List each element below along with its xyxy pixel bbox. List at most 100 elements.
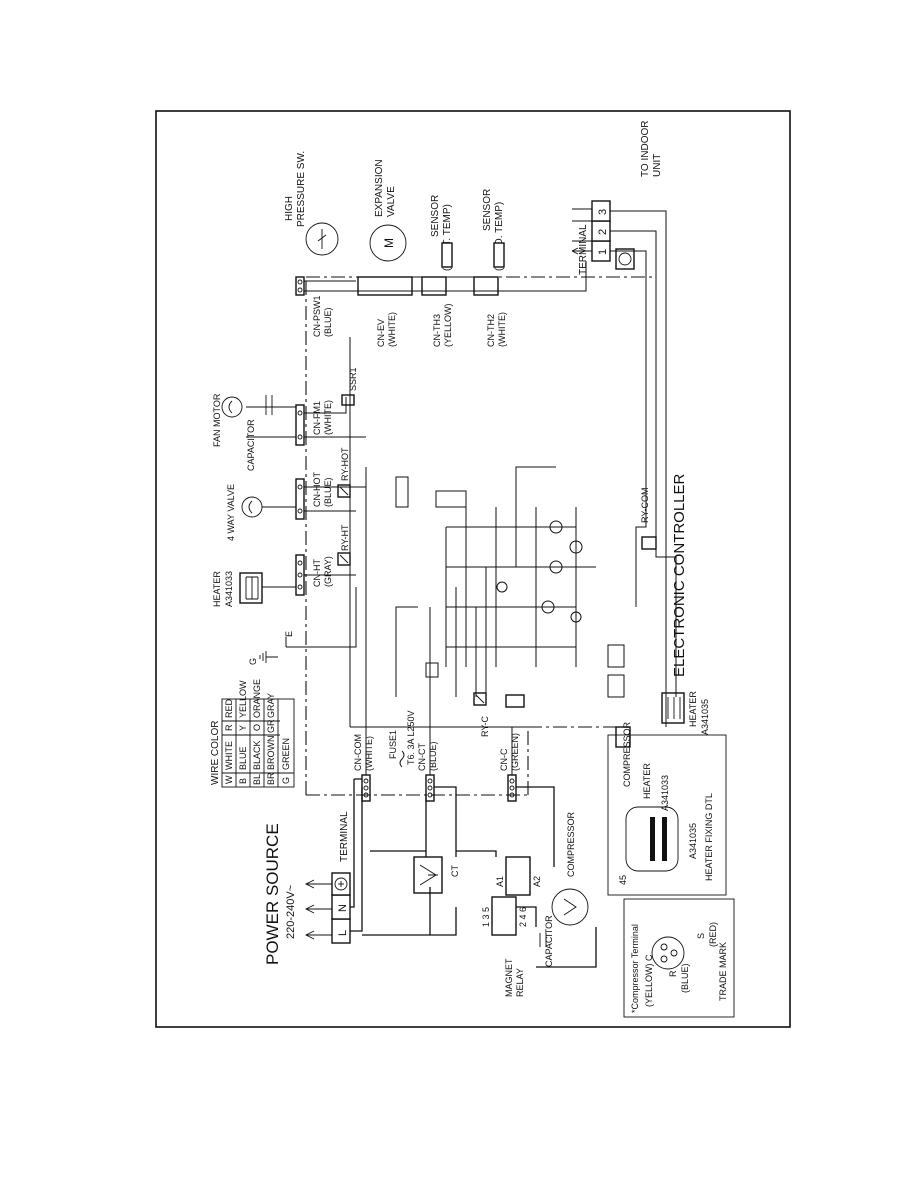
svg-text:(WHITE): (WHITE): [364, 736, 374, 771]
svg-text:T6. 3A L250V: T6. 3A L250V: [406, 710, 416, 765]
wc-2-2: O: [252, 724, 262, 731]
ct: CT: [413, 856, 460, 894]
indoor-terminal: TERMINAL 1 2 3: [578, 200, 635, 275]
label-g: G: [248, 658, 258, 665]
svg-text:2: 2: [597, 229, 609, 235]
power-terminal: L N: [331, 872, 351, 944]
heater-left: HEATER A341033: [212, 571, 263, 607]
svg-text:TRADE MARK: TRADE MARK: [718, 942, 728, 1001]
rotated-schematic: POWER SOURCE 220-240V~ L N TERMINAL WIRE…: [210, 121, 735, 1018]
wc-3-2: GR: [266, 719, 276, 733]
svg-text:HIGH: HIGH: [284, 196, 295, 221]
controller-label: ELECTRONIC CONTROLLER: [671, 473, 688, 677]
svg-text:A1: A1: [495, 876, 505, 887]
svg-text:(COND. TEMP): (COND. TEMP): [494, 202, 505, 271]
svg-text:(RED): (RED): [708, 922, 718, 947]
wc-3-1: BROWN: [266, 736, 276, 771]
svg-text:CN-TH2: CN-TH2: [486, 314, 496, 347]
ry-c: RY-C: [473, 692, 490, 737]
diagram-frame: [155, 110, 791, 1028]
cn-fm1: CN-FM1 (WHITE): [295, 400, 333, 446]
cn-psw1: CN-PSW1 (BLUE): [295, 276, 333, 337]
heater-detail: HEATER FIXING DTL COMPRESSOR HEATER A341…: [607, 721, 727, 896]
cn-th2: CN-TH2 (WHITE): [486, 312, 507, 347]
svg-text:TERMINAL: TERMINAL: [578, 224, 589, 275]
svg-text:CN-EV: CN-EV: [376, 319, 386, 347]
svg-text:RY-HOT: RY-HOT: [340, 447, 350, 481]
svg-text:WIRE COLOR: WIRE COLOR: [210, 721, 221, 785]
svg-text:N: N: [337, 904, 349, 912]
compressor: COMPRESSOR: [551, 811, 589, 926]
wc-1-0: B: [238, 778, 248, 784]
svg-text:(BLUE): (BLUE): [323, 307, 333, 337]
svg-text:COMPRESSOR: COMPRESSOR: [622, 721, 632, 787]
wc-2-1: BLACK: [252, 740, 262, 770]
ry-ht: RY-HT: [337, 524, 351, 566]
svg-text:S: S: [696, 933, 706, 939]
wc-2-0: BL: [252, 774, 262, 785]
fuse: FUSE1 T6. 3A L250V: [388, 710, 416, 768]
svg-text:CN-HT: CN-HT: [312, 559, 322, 587]
svg-text:SENSOR: SENSOR: [430, 195, 441, 237]
svg-text:RY-C: RY-C: [480, 715, 490, 737]
svg-text:A341033: A341033: [224, 571, 234, 607]
four-way-valve: 4 WAY VALVE: [226, 484, 263, 541]
power-terminal-label: TERMINAL: [339, 811, 350, 862]
wc-0-2: R: [224, 724, 234, 731]
svg-text:CT: CT: [450, 865, 460, 877]
svg-text:CN-CT: CN-CT: [417, 743, 427, 771]
capacitor-top-label: CAPACITOR: [246, 419, 256, 471]
svg-text:HEATER: HEATER: [642, 763, 652, 799]
high-pressure-switch: HIGH PRESSURE SW.: [284, 151, 339, 256]
svg-text:(WHITE): (WHITE): [497, 312, 507, 347]
svg-text:(YELLOW) C: (YELLOW) C: [644, 954, 654, 1007]
svg-text:A341035: A341035: [688, 823, 698, 859]
wc-3-0: BR: [266, 772, 276, 785]
label-e: E: [284, 631, 294, 637]
svg-text:RY-COM: RY-COM: [640, 487, 650, 523]
capacitor-bottom: CAPACITOR: [539, 915, 554, 967]
sensor-dis: SENSOR (DIS. T. TEMP): [421, 195, 453, 296]
wc-0-3: RED: [224, 698, 234, 718]
svg-text:(GREEN): (GREEN): [510, 733, 520, 771]
sensor-cond: SENSOR (COND. TEMP): [473, 189, 505, 296]
cn-ht: CN-HT (GRAY): [295, 554, 333, 596]
svg-text:MAGNET: MAGNET: [504, 958, 514, 997]
ssr1: SSR1: [341, 367, 358, 406]
svg-text:RY-HT: RY-HT: [340, 524, 350, 551]
svg-text:COMPRESSOR: COMPRESSOR: [566, 811, 576, 877]
svg-text:(WHITE): (WHITE): [387, 312, 397, 347]
ry-com: RY-COM: [640, 487, 657, 550]
svg-text:CN-HOT: CN-HOT: [312, 472, 322, 507]
svg-text:45: 45: [618, 875, 628, 885]
svg-text:(BLUE): (BLUE): [680, 963, 690, 993]
ry-c-coil: [505, 694, 525, 708]
wc-3-3: GRAY: [266, 693, 276, 718]
svg-text:UNIT: UNIT: [652, 154, 663, 177]
power-source-title: POWER SOURCE: [263, 823, 282, 965]
svg-text:1: 1: [597, 249, 609, 255]
svg-text:(GRAY): (GRAY): [323, 556, 333, 587]
controller-circuitry: [395, 476, 625, 698]
svg-text:A2: A2: [532, 876, 542, 887]
cn-th3: CN-TH3 (YELLOW): [432, 303, 453, 347]
svg-text:4 WAY VALVE: 4 WAY VALVE: [226, 484, 236, 541]
heater-right: HEATER A341035: [615, 691, 710, 748]
svg-text:CN-TH3: CN-TH3: [432, 314, 442, 347]
svg-text:A341033: A341033: [660, 775, 670, 811]
svg-text:(BLUE): (BLUE): [323, 477, 333, 507]
svg-text:SENSOR: SENSOR: [482, 189, 493, 231]
svg-text:HEATER: HEATER: [212, 571, 222, 607]
svg-text:(DIS. T. TEMP): (DIS. T. TEMP): [442, 204, 453, 271]
svg-text:PRESSURE SW.: PRESSURE SW.: [296, 151, 307, 227]
wc-1-3: YELLOW: [238, 680, 248, 718]
expansion-valve: EXPANSION VALVE M: [357, 159, 413, 296]
svg-text:TO INDOOR: TO INDOOR: [640, 121, 651, 177]
wc-1-2: Y: [238, 725, 248, 731]
svg-text:CN-C: CN-C: [499, 748, 509, 771]
svg-text:(WHITE): (WHITE): [323, 400, 333, 435]
svg-text:SSR1: SSR1: [348, 367, 358, 391]
svg-text:M: M: [382, 238, 396, 248]
svg-text:FAN MOTOR: FAN MOTOR: [212, 393, 222, 447]
